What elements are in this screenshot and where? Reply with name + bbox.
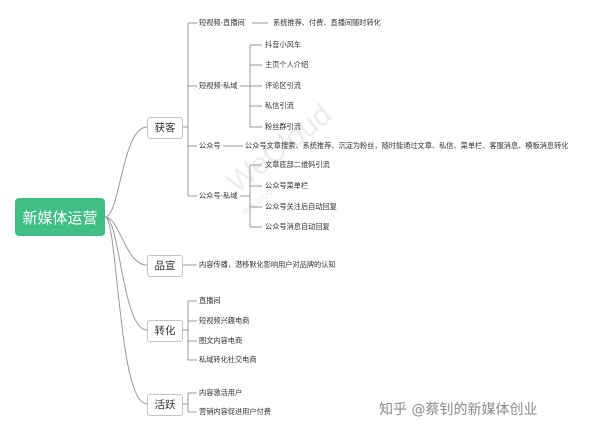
convert-item[interactable]: 私域转化社交电商 [199, 355, 257, 364]
private-item[interactable]: 抖音小风车 [265, 40, 301, 49]
convert-item[interactable]: 直播间 [199, 296, 221, 305]
source-credit: 知乎 @蔡钊的新媒体创业 [379, 402, 538, 418]
branch-convert[interactable]: 转化 [147, 320, 183, 342]
node-official-private[interactable]: 公众号-私域 [199, 191, 238, 200]
root-node[interactable]: 新媒体运营 [15, 198, 105, 236]
convert-item[interactable]: 短视频兴趣电商 [199, 316, 250, 325]
convert-item[interactable]: 图文内容电商 [199, 336, 243, 345]
node-brand-detail[interactable]: 内容传播，潜移默化影响用户对品牌的认知 [199, 260, 336, 269]
node-short-video-private[interactable]: 短视频-私域 [199, 81, 238, 90]
branch-acquire[interactable]: 获客 [147, 117, 183, 139]
private-item[interactable]: 主页个人介绍 [265, 60, 309, 69]
node-official[interactable]: 公众号 [199, 141, 221, 150]
link-root-convert [104, 216, 148, 331]
node-short-video-live-detail[interactable]: 系统推荐、付费、直播间随时转化 [273, 18, 381, 27]
link-root-active [104, 216, 148, 405]
private-item[interactable]: 评论区引流 [265, 81, 301, 90]
private-item[interactable]: 私信引流 [265, 101, 294, 110]
active-item[interactable]: 营销内容促进用户付费 [199, 407, 271, 416]
official-private-item[interactable]: 文章底部二维码引流 [265, 160, 330, 169]
official-private-item[interactable]: 公众号消息自动回复 [265, 222, 330, 231]
branch-active[interactable]: 活跃 [147, 394, 183, 416]
link-root-brand [104, 216, 148, 266]
branch-brand[interactable]: 品宣 [147, 255, 183, 277]
private-item[interactable]: 粉丝群引流 [265, 122, 301, 131]
node-short-video-live[interactable]: 短视频-直播间 [199, 18, 245, 27]
link-root-acquire [104, 126, 148, 218]
node-official-detail[interactable]: 公众号文章搜索、系统推荐、沉淀为粉丝，随时能通过文章、私信、菜单栏、客服消息、模… [245, 141, 569, 150]
active-item[interactable]: 内容激活用户 [199, 388, 243, 397]
official-private-item[interactable]: 公众号菜单栏 [265, 181, 309, 190]
official-private-item[interactable]: 公众号关注后自动回复 [265, 202, 337, 211]
